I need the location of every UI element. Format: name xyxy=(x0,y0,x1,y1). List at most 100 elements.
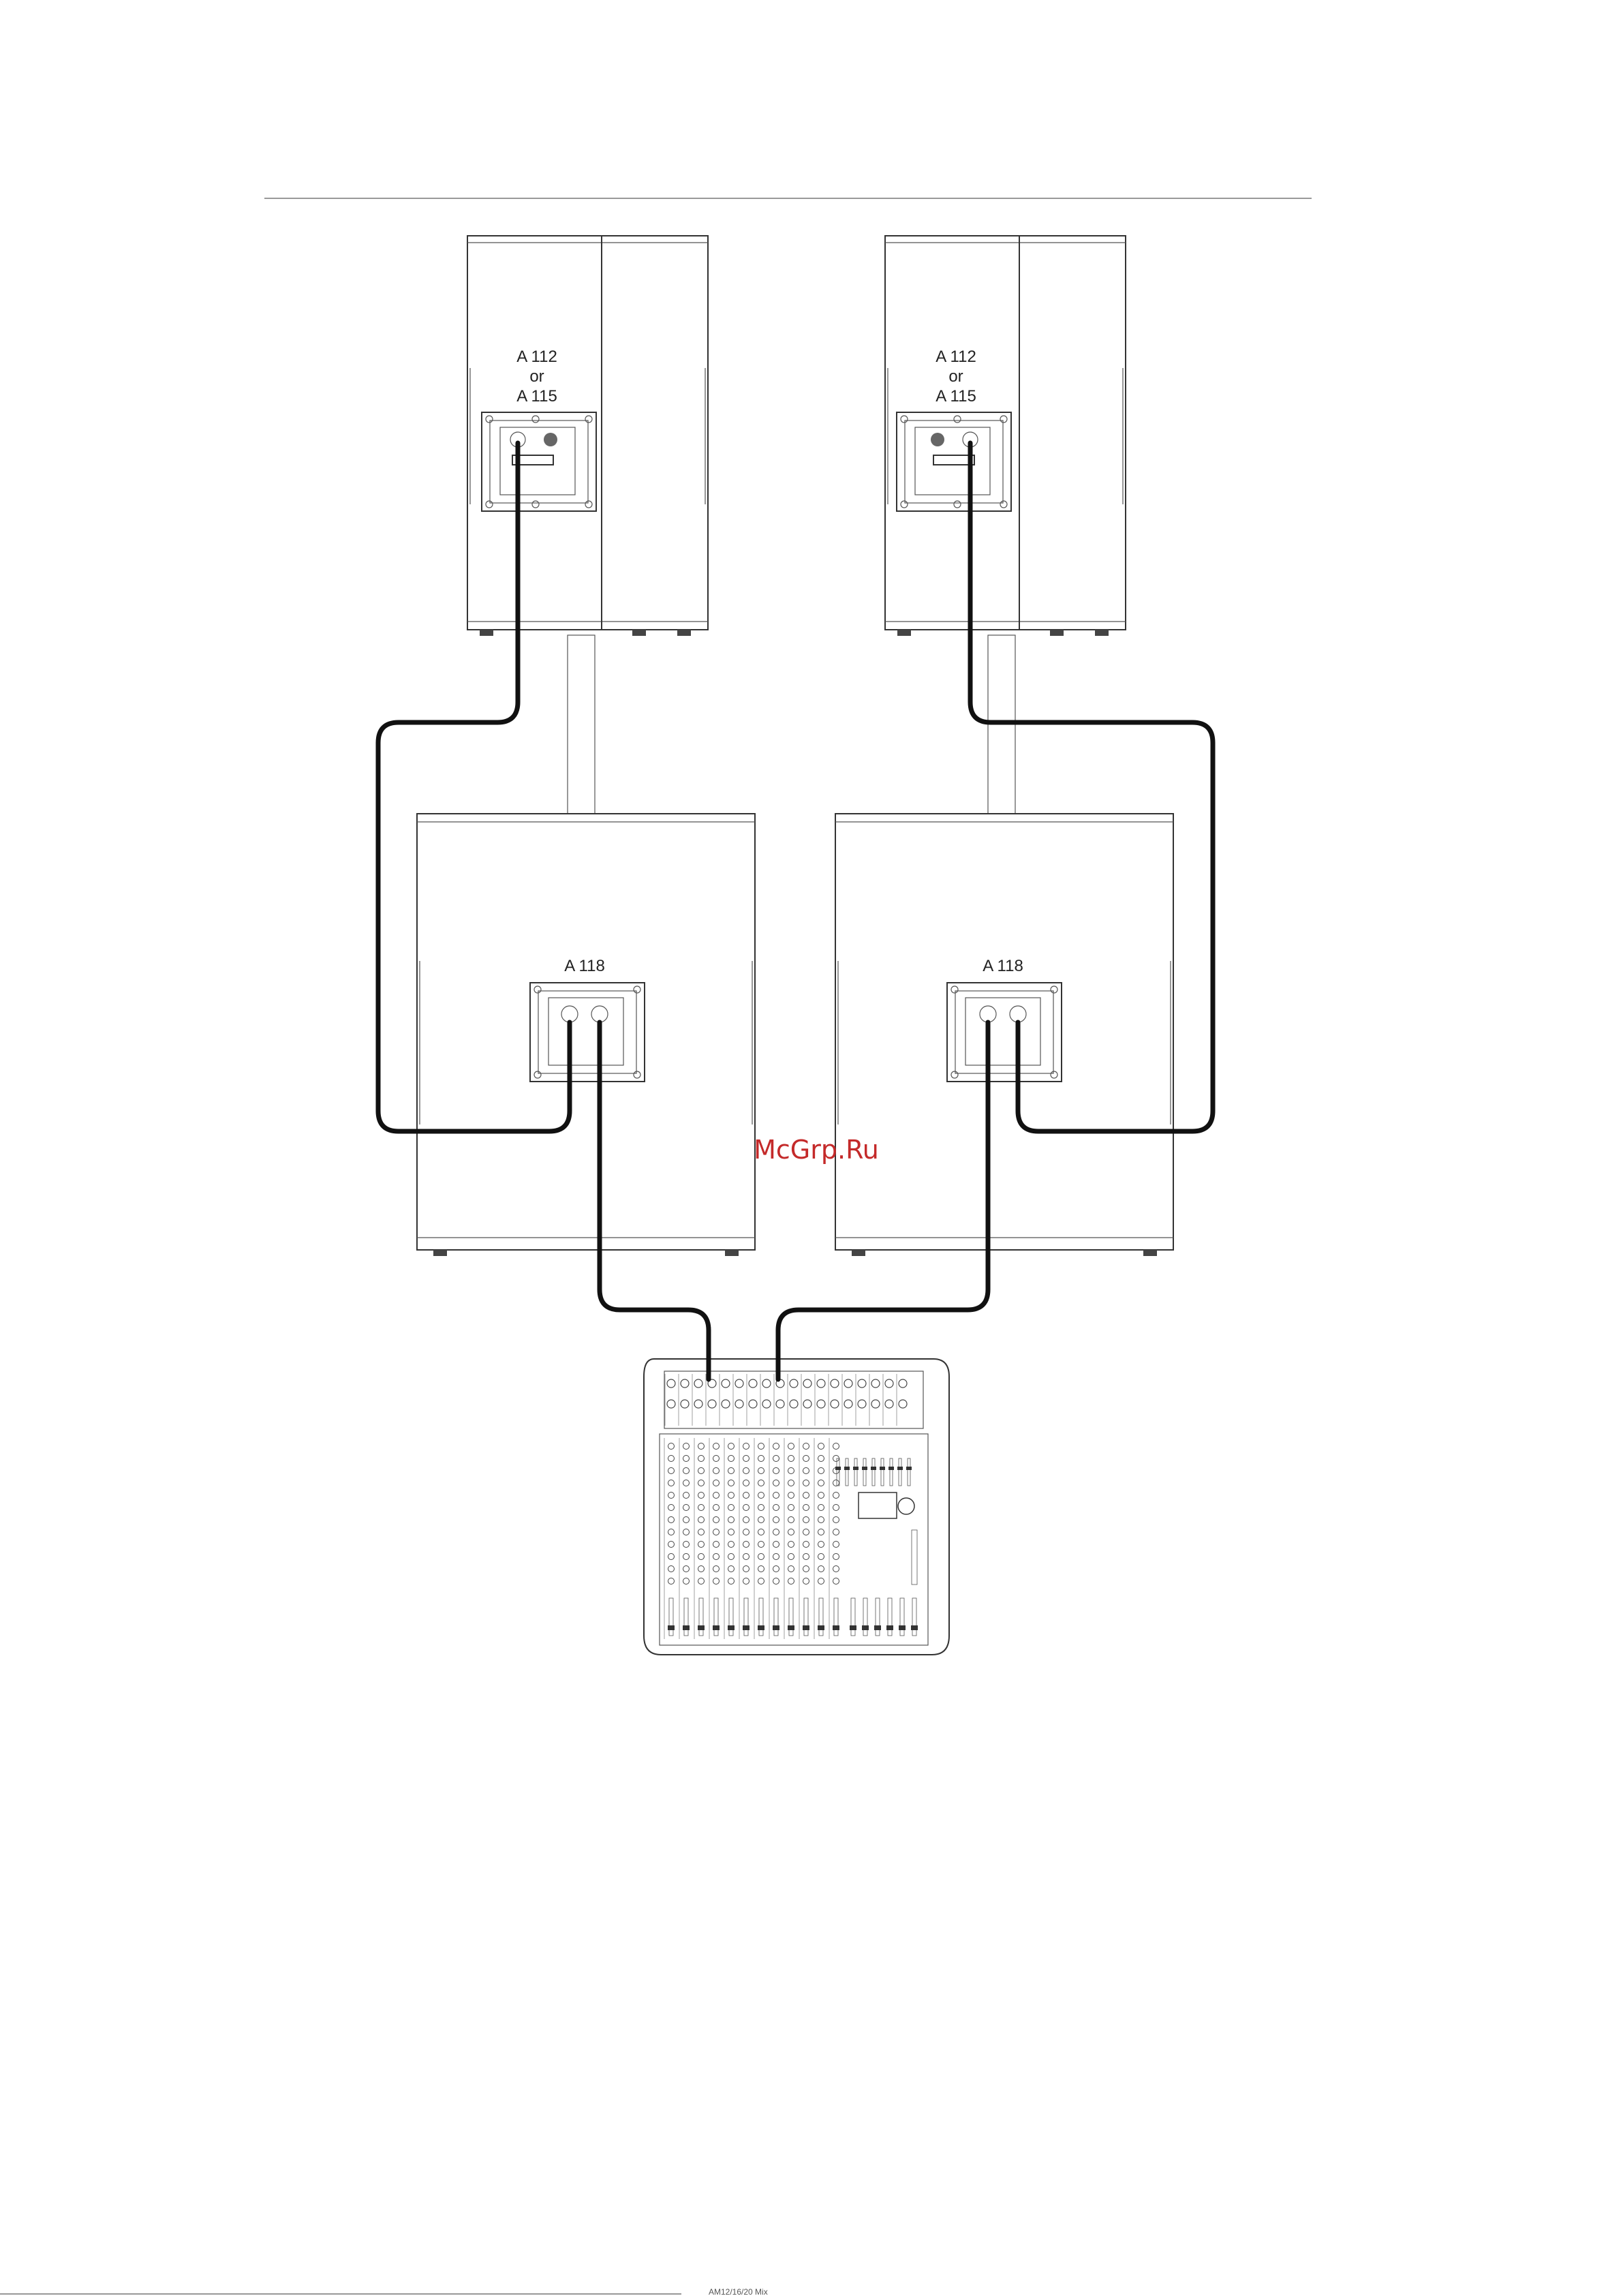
right-stack: A 112 or A 115 A 118 xyxy=(835,236,1173,1256)
master-knob xyxy=(898,1498,914,1514)
channel-knob xyxy=(683,1468,690,1474)
channel-knob xyxy=(818,1480,824,1486)
fader-cap xyxy=(743,1625,749,1630)
channel-knob xyxy=(668,1566,675,1572)
channel-knob xyxy=(803,1529,809,1535)
channel-knob xyxy=(728,1554,735,1560)
graphic-eq-cap xyxy=(835,1467,841,1470)
channel-knob xyxy=(728,1468,735,1474)
graphic-eq-slider xyxy=(872,1458,875,1486)
graphic-eq-cap xyxy=(888,1467,894,1470)
graphic-eq-slider xyxy=(854,1458,857,1486)
channel-knob xyxy=(698,1529,705,1535)
channel-knob xyxy=(833,1517,839,1523)
channel-knob xyxy=(728,1542,735,1548)
footer-text: AM12/16/20 Mix xyxy=(709,2287,768,2296)
input-jack xyxy=(831,1400,839,1408)
right-top-label-3: A 115 xyxy=(936,387,976,405)
channel-knob xyxy=(698,1505,705,1511)
channel-knob xyxy=(758,1480,764,1486)
channel-knob xyxy=(788,1493,794,1499)
channel-knob xyxy=(803,1505,809,1511)
input-jack xyxy=(681,1379,689,1388)
master-fader-cap xyxy=(850,1625,856,1630)
channel-knob xyxy=(743,1468,749,1474)
channel-knob xyxy=(728,1566,735,1572)
channel-knob xyxy=(683,1505,690,1511)
input-jack xyxy=(681,1400,689,1408)
fader-cap xyxy=(788,1625,794,1630)
channel-knob xyxy=(803,1554,809,1560)
channel-knob xyxy=(743,1493,749,1499)
input-jack xyxy=(694,1379,702,1388)
channel-knob xyxy=(728,1505,735,1511)
channel-knob xyxy=(773,1505,779,1511)
graphic-eq-cap xyxy=(871,1467,876,1470)
channel-knob xyxy=(683,1554,690,1560)
channel-knob xyxy=(683,1517,690,1523)
channel-knob xyxy=(668,1456,675,1462)
left-top-label-2: or xyxy=(529,367,544,386)
channel-knob xyxy=(773,1566,779,1572)
channel-knob xyxy=(773,1554,779,1560)
input-jack xyxy=(735,1400,743,1408)
channel-knob xyxy=(788,1554,794,1560)
channel-knob xyxy=(833,1578,839,1585)
fader-cap xyxy=(728,1625,735,1630)
input-jack xyxy=(694,1400,702,1408)
input-jack xyxy=(817,1379,825,1388)
channel-knob xyxy=(713,1468,720,1474)
input-jack xyxy=(667,1379,675,1388)
channel-knob xyxy=(758,1554,764,1560)
cable-left-top-to-left-sub xyxy=(378,443,570,1131)
channel-knob xyxy=(758,1468,764,1474)
channel-knob xyxy=(743,1505,749,1511)
channel-knob xyxy=(668,1443,675,1450)
right-top-label-2: or xyxy=(948,367,963,386)
channel-knob xyxy=(728,1517,735,1523)
input-jack xyxy=(899,1379,907,1388)
channel-knob xyxy=(833,1443,839,1450)
master-fader-cap xyxy=(886,1625,893,1630)
channel-knob xyxy=(758,1456,764,1462)
fader-cap xyxy=(683,1625,690,1630)
input-jack xyxy=(803,1400,812,1408)
channel-knob xyxy=(713,1505,720,1511)
input-jack xyxy=(844,1400,852,1408)
input-jack xyxy=(762,1400,771,1408)
graphic-eq-slider xyxy=(846,1458,848,1486)
channel-knob xyxy=(713,1456,720,1462)
input-jack xyxy=(858,1400,866,1408)
channel-knob xyxy=(668,1578,675,1585)
fader-cap xyxy=(773,1625,779,1630)
right-sub-label: A 118 xyxy=(983,957,1023,975)
channel-knob xyxy=(758,1529,764,1535)
channel-knob xyxy=(698,1493,705,1499)
channel-knob xyxy=(758,1578,764,1585)
channel-knob xyxy=(818,1493,824,1499)
input-jack xyxy=(667,1400,675,1408)
channel-knob xyxy=(698,1554,705,1560)
left-pole xyxy=(568,635,595,814)
channel-knob xyxy=(683,1493,690,1499)
channel-knob xyxy=(818,1566,824,1572)
fader-cap xyxy=(818,1625,824,1630)
channel-knob xyxy=(743,1542,749,1548)
channel-knob xyxy=(698,1517,705,1523)
channel-knob xyxy=(713,1542,720,1548)
input-jack xyxy=(749,1379,757,1388)
input-jack xyxy=(749,1400,757,1408)
channel-knob xyxy=(743,1443,749,1450)
graphic-eq-slider xyxy=(899,1458,901,1486)
channel-knob xyxy=(788,1517,794,1523)
right-top-speaker: A 112 or A 115 xyxy=(885,236,1126,636)
graphic-eq-cap xyxy=(880,1467,885,1470)
mixer xyxy=(644,1359,949,1655)
channel-knob xyxy=(788,1529,794,1535)
channel-knob xyxy=(683,1566,690,1572)
channel-knob xyxy=(818,1578,824,1585)
input-jack xyxy=(885,1379,893,1388)
channel-knob xyxy=(773,1443,779,1450)
channel-knob xyxy=(683,1443,690,1450)
